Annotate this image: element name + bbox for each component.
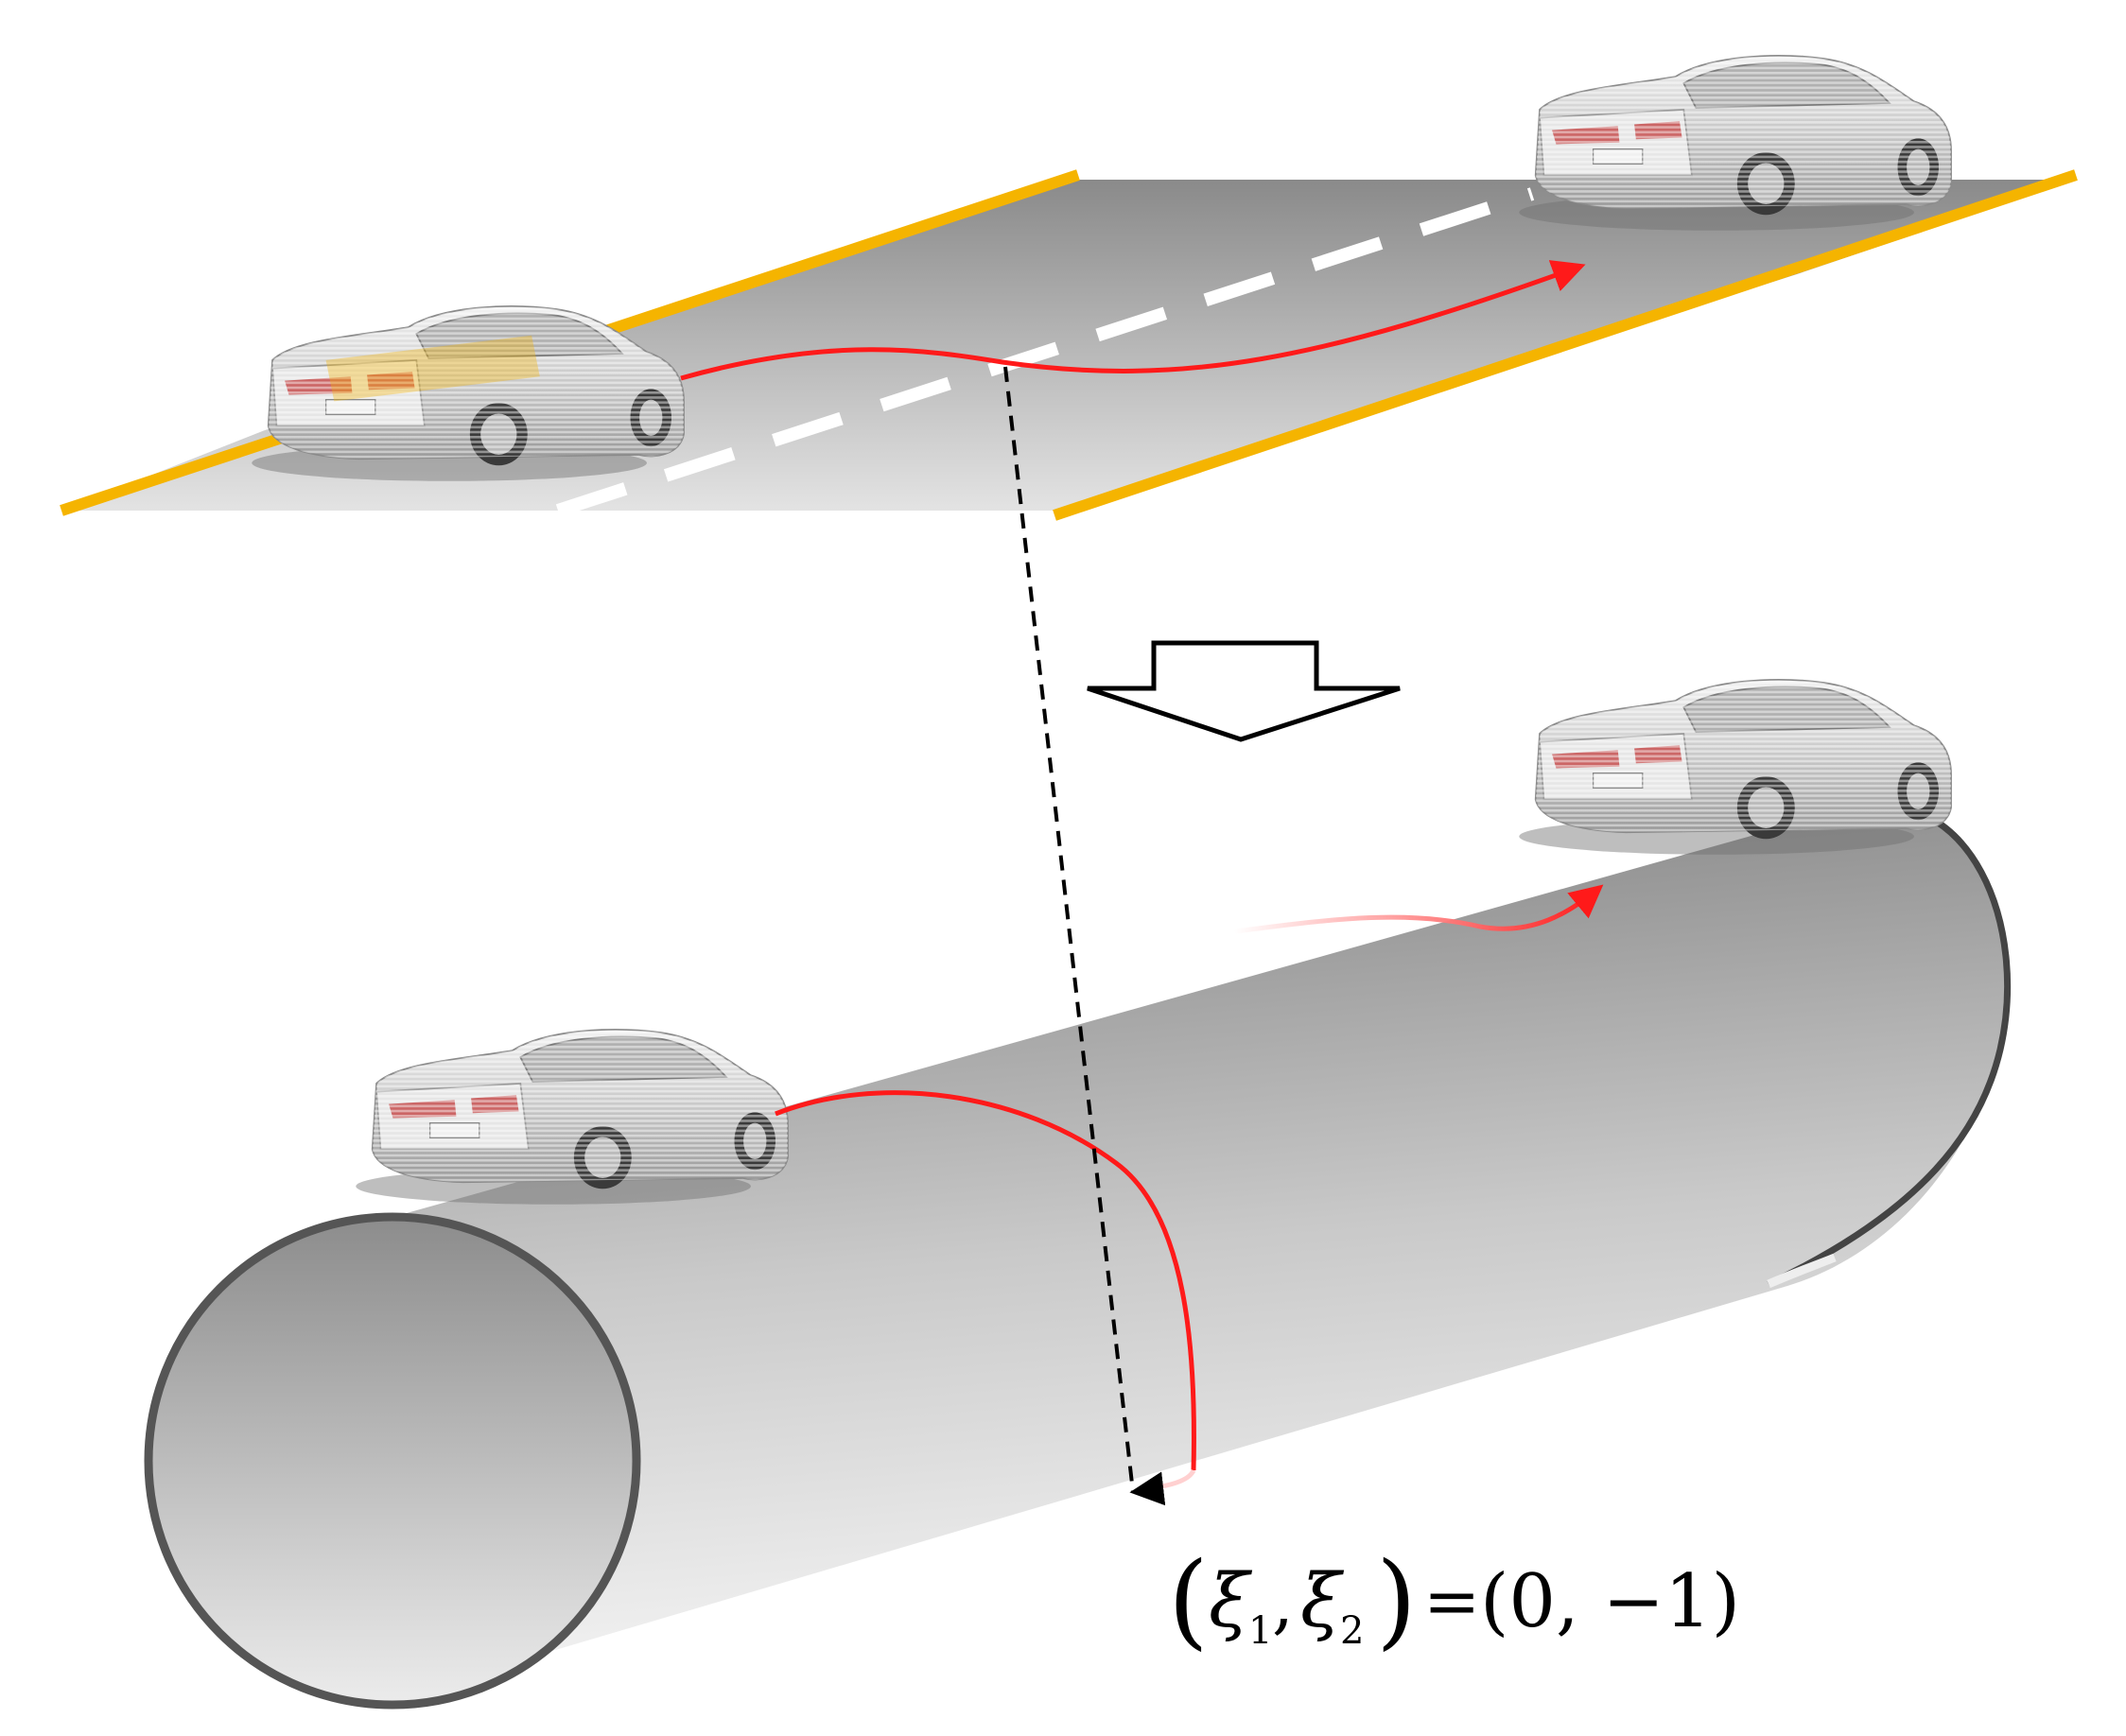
cylinder-far-rim — [1767, 801, 2011, 1288]
formula-xi1: ξ — [1209, 1559, 1253, 1644]
formula-comma: , — [1272, 1563, 1294, 1642]
coordinate-formula: ( ξ 1 , ξ 2 ) = (0, −1) — [1168, 1539, 1740, 1660]
car-top-left — [251, 305, 685, 482]
formula-close-paren: ) — [1376, 1539, 1417, 1660]
lane-border-right — [1053, 169, 2078, 521]
trajectory-bottom-right — [1233, 884, 1604, 934]
cylinder-road — [144, 801, 2011, 1710]
trajectory-bottom-left — [775, 1090, 1196, 1471]
formula-open-paren: ( — [1168, 1539, 1209, 1660]
trajectory-top — [680, 260, 1586, 381]
hollow-down-arrow-icon — [1087, 640, 1401, 742]
car-bottom-right — [1518, 679, 1952, 856]
formula-xi2: ξ — [1300, 1559, 1345, 1644]
car-bottom-left — [355, 1029, 789, 1206]
lane-center-marking — [555, 187, 1535, 517]
formula-rhs: (0, −1) — [1480, 1559, 1740, 1644]
cylinder-end-cap — [144, 1212, 641, 1710]
projection-arrow — [1003, 366, 1166, 1506]
formula-equals: = — [1423, 1561, 1480, 1641]
formula-sub2: 2 — [1340, 1609, 1364, 1653]
formula-sub1: 1 — [1248, 1609, 1272, 1653]
car-top-right — [1518, 55, 1952, 232]
